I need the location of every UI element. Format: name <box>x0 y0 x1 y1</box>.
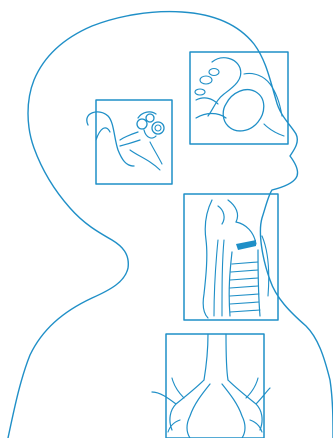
head-silhouette <box>8 12 333 438</box>
nasopharynx-inset <box>190 52 288 144</box>
ear-inset <box>87 100 172 184</box>
bronchi-inset <box>152 334 270 438</box>
